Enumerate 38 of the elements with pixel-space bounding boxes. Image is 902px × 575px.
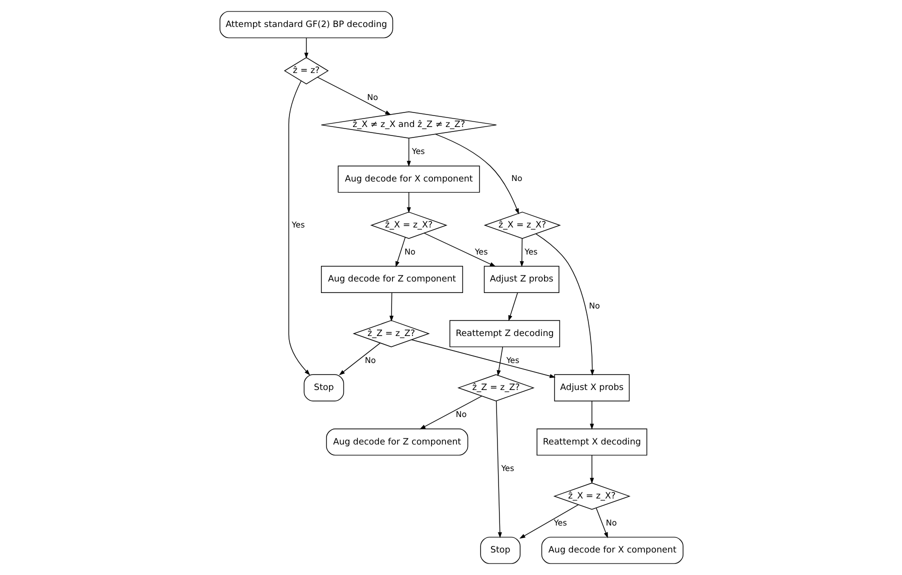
arrow bbox=[589, 454, 594, 484]
arrow bbox=[406, 192, 410, 214]
node-box: Attempt standard GF(2) BP decoding bbox=[219, 11, 393, 38]
arrow bbox=[419, 396, 482, 430]
node-box: Reattempt Z decoding bbox=[448, 320, 560, 348]
arrow bbox=[410, 339, 556, 378]
node-box: Stop bbox=[480, 536, 520, 564]
node-box: Reattempt X decoding bbox=[536, 428, 647, 456]
arrow bbox=[519, 238, 524, 268]
node-diamond: ẑ = z? bbox=[283, 57, 328, 84]
arrow bbox=[388, 292, 394, 322]
node-box: Adjust Z probs bbox=[483, 266, 559, 293]
arrow bbox=[423, 232, 496, 267]
arrow bbox=[304, 38, 308, 59]
node-box: Stop bbox=[303, 374, 344, 402]
arrow bbox=[434, 134, 518, 214]
node-diamond: ẑ_Z = z_Z? bbox=[352, 320, 430, 348]
arrow bbox=[316, 76, 391, 116]
arrow bbox=[288, 80, 310, 376]
node-diamond: ẑ_X = z_X? bbox=[552, 482, 630, 510]
arrow bbox=[595, 508, 608, 538]
node-box: Adjust X probs bbox=[554, 374, 630, 402]
arrow bbox=[395, 237, 406, 268]
arrow bbox=[338, 342, 380, 376]
node-box: Aug decode for Z component bbox=[326, 428, 468, 456]
arrow bbox=[496, 346, 503, 376]
node-box: Aug decode for X component bbox=[337, 166, 480, 193]
node-box: Aug decode for X component bbox=[540, 536, 683, 564]
node-box: Aug decode for Z component bbox=[320, 266, 463, 293]
arrow bbox=[535, 233, 594, 376]
arrow bbox=[406, 138, 410, 167]
arrow bbox=[589, 400, 594, 430]
node-diamond: ẑ_X = z_X? bbox=[370, 212, 447, 239]
node-diamond: ẑ_Z = z_Z? bbox=[456, 374, 534, 402]
arrow bbox=[508, 292, 518, 322]
arrow bbox=[495, 400, 502, 538]
arrow bbox=[518, 504, 578, 539]
node-diamond: ẑ_X = z_X? bbox=[483, 212, 560, 239]
